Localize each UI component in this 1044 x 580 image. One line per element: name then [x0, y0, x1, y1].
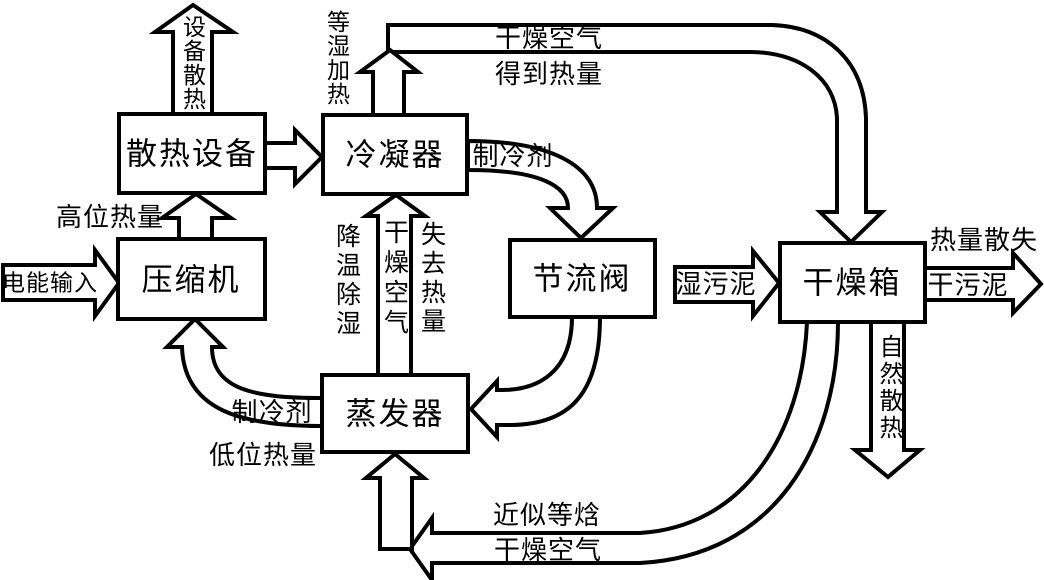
- arrow-wet-sludge-in: [673, 245, 782, 322]
- pipe-throttle-to-evaporator: [468, 315, 603, 443]
- compressor-label: 压缩机: [141, 262, 241, 298]
- condenser-label: 冷凝器: [345, 137, 445, 173]
- refrigerant-top-label: 制冷剂: [472, 141, 554, 171]
- arrow-equipment-heat-up: [148, 2, 240, 118]
- drying-box-label: 干燥箱: [802, 265, 902, 301]
- approx-isenthalpic-label: 近似等焓: [492, 500, 602, 530]
- gain-heat-label: 得到热量: [494, 59, 604, 89]
- pipe-condenser-to-throttle: [466, 138, 619, 241]
- natural-heat-dissipation-label: 自然散热: [875, 334, 902, 442]
- constant-humidity-heating-label: 等湿加热: [323, 10, 350, 106]
- lose-heat-label: 失去热量: [417, 221, 446, 337]
- pipe-return-air-from-dryer: [407, 320, 841, 580]
- high-grade-heat-label: 高位热量: [55, 202, 165, 232]
- cooling-dehumidify-label: 降温除湿: [332, 223, 361, 339]
- condenser-box: [321, 113, 469, 196]
- arrow-evaporator-to-condenser: [359, 192, 432, 378]
- heat-dissipation-device-label: 散热设备: [126, 136, 258, 172]
- equipment-heat-dissipation-label: 设备散热: [179, 15, 206, 111]
- electric-input-label: 电能输入: [2, 269, 98, 296]
- drying-box-box: [778, 241, 927, 324]
- dry-air-top-label: 干燥空气: [494, 23, 604, 53]
- pipe-evaporator-to-compressor: [162, 316, 324, 429]
- arrow-dry-sludge-out: [923, 247, 1044, 318]
- arrow-condenser-up-to-pipe: [353, 47, 424, 118]
- arrow-natural-heat-down: [849, 320, 926, 480]
- heat-loss-label: 热量散失: [929, 225, 1039, 255]
- compressor-box: [116, 237, 267, 321]
- dry-sludge-label: 干污泥: [927, 270, 1009, 300]
- arrow-return-up-to-evaporator: [360, 451, 430, 551]
- refrigerant-bottom-label: 制冷剂: [231, 397, 313, 427]
- evaporator-box: [320, 373, 470, 454]
- arrow-electric-input: [1, 243, 122, 323]
- evaporator-label: 蒸发器: [345, 396, 445, 432]
- throttle-valve-box: [508, 238, 657, 319]
- arrow-compressor-to-heatsink: [155, 191, 238, 242]
- wet-sludge-label: 湿污泥: [675, 269, 757, 299]
- dry-air-bottom-label: 干燥空气: [493, 535, 603, 565]
- low-grade-heat-label: 低位热量: [208, 440, 318, 470]
- throttle-valve-label: 节流阀: [532, 261, 632, 297]
- arrow-heatsink-to-condenser: [263, 125, 325, 189]
- dry-air-mid-label: 干燥空气: [380, 219, 409, 339]
- heat-dissipation-device-box: [117, 112, 267, 195]
